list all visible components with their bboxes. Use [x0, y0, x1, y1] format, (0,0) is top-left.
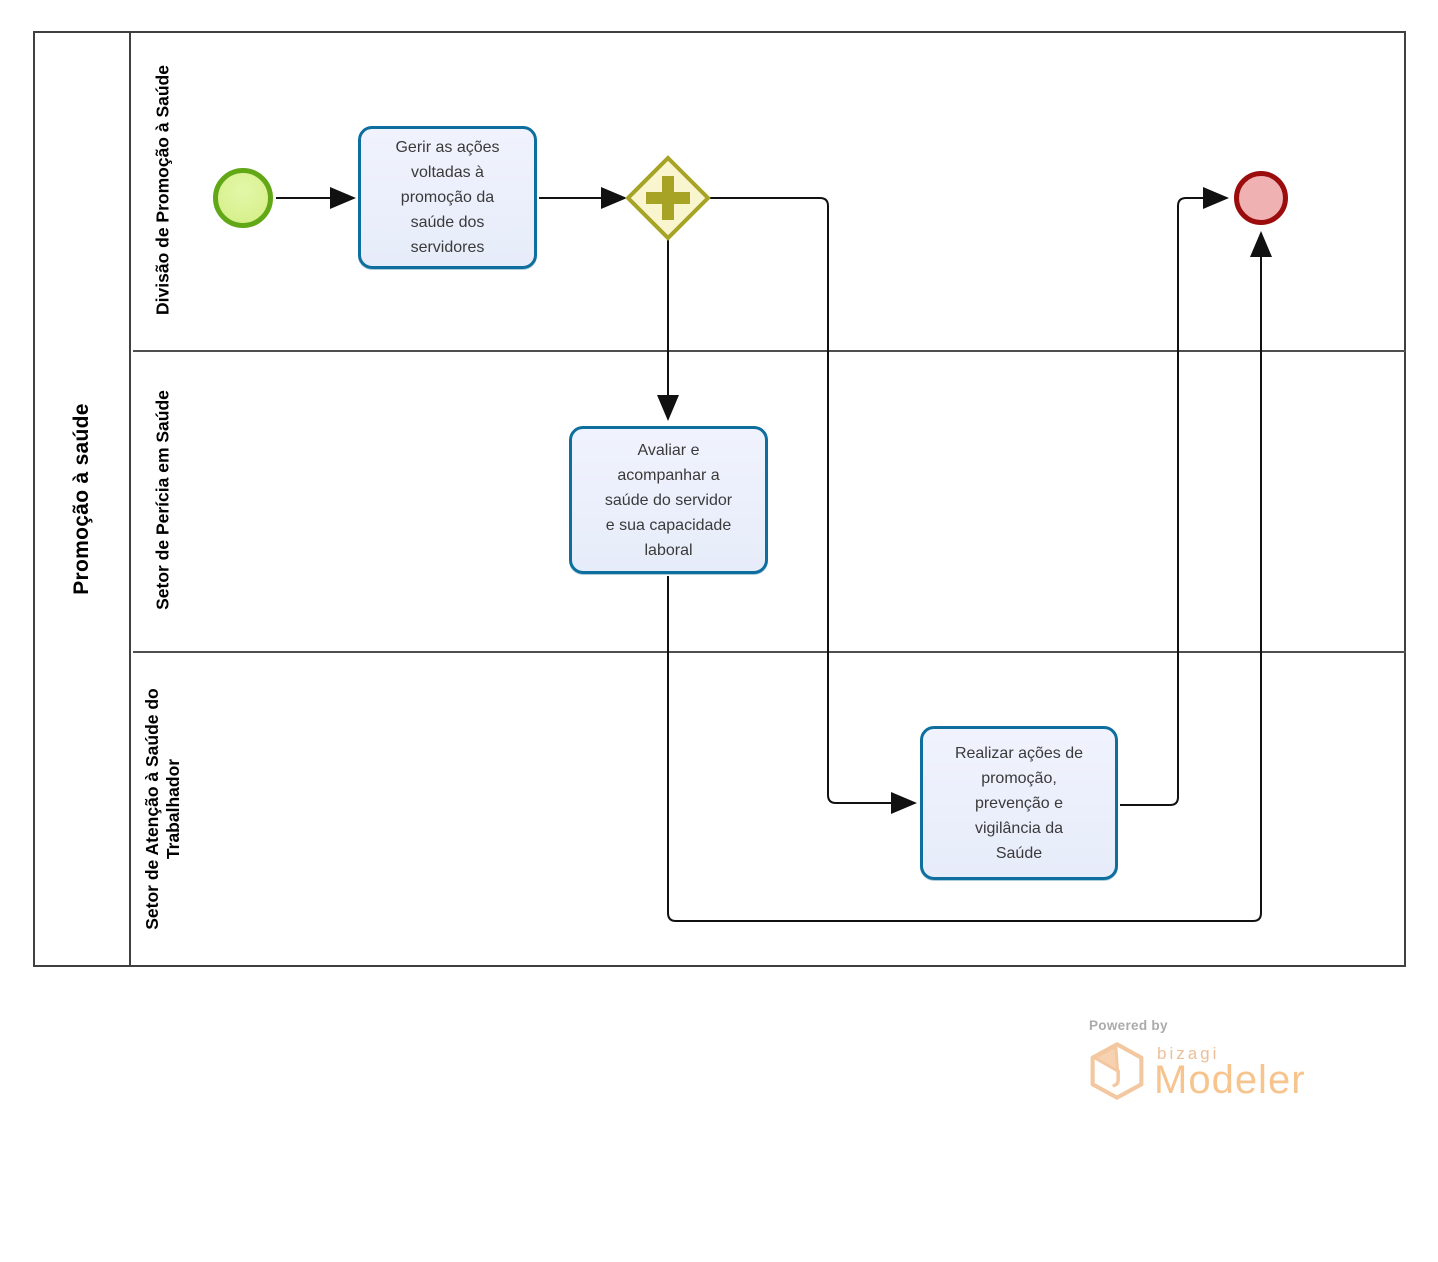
lane-label-setor-atencao: Setor de Atenção à Saúde do Trabalhador [142, 688, 183, 930]
task-avaliar-acompanhar[interactable]: Avaliar e acompanhar a saúde do servidor… [569, 426, 768, 574]
lane-divider-2 [133, 651, 1406, 653]
powered-by-label: Powered by [1089, 1018, 1168, 1033]
lane-label-setor-pericia: Setor de Perícia em Saúde [152, 390, 173, 610]
start-event[interactable] [213, 168, 273, 228]
modeler-wordmark: Modeler [1154, 1058, 1306, 1102]
task-gerir-acoes[interactable]: Gerir as ações voltadas à promoção da sa… [358, 126, 537, 269]
pool-label: Promoção à saúde [70, 403, 93, 595]
parallel-gateway[interactable] [625, 155, 711, 241]
plus-icon [646, 176, 690, 220]
task-realizar-acoes[interactable]: Realizar ações de promoção, prevenção e … [920, 726, 1118, 880]
bizagi-wordmark: bizagi [1157, 1044, 1220, 1063]
pool-header [33, 31, 131, 967]
bizagi-logo-icon [1090, 1042, 1144, 1100]
end-event[interactable] [1234, 171, 1288, 225]
lane-divider-1 [133, 350, 1406, 352]
lane-label-divisao-promocao: Divisão de Promoção à Saúde [152, 65, 173, 315]
